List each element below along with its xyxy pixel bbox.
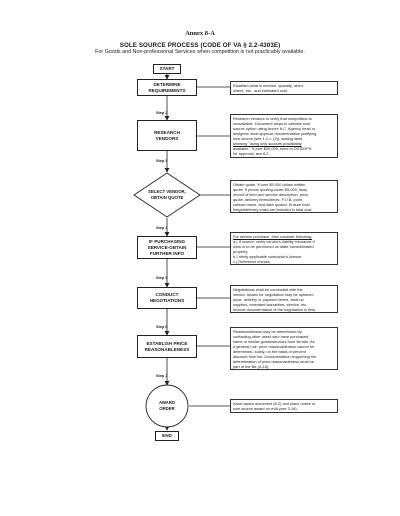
conduct-line-2: NEGOTIATIONS: [149, 298, 185, 303]
note-6-line: a general rule, price reasonableness can…: [233, 344, 315, 349]
note-3-line: freight/delivery costs are included in t…: [233, 207, 313, 212]
note-award: Issue award document (8-2) and place not…: [230, 399, 338, 413]
note-2-line: Research vendors to verify that competit…: [233, 116, 312, 121]
note-6-line: part of the file (4-16).: [233, 364, 270, 369]
determine-line-2: REQUIREMENTS: [148, 87, 186, 93]
step-5-label: Step 5: [156, 276, 168, 280]
note-negotiations: Negotiations shall be conducted with the…: [230, 285, 338, 313]
step-2-label: Step 2: [156, 111, 168, 115]
note-select-vendor: Obtain quote. If over $5,000 obtain writ…: [230, 180, 338, 213]
end-terminal: END: [155, 431, 179, 441]
note-4-line: property.: [233, 249, 249, 254]
note-6-line: determination of price reasonableness mu…: [233, 359, 314, 364]
note-research: Research vendors to verify that competit…: [230, 114, 338, 158]
page-subtitle: For Goods and Non-professional Services …: [95, 49, 305, 55]
select-line-1: SELECT VENDOR,: [148, 189, 186, 194]
establish-line-2: REASONABLENESS: [144, 346, 190, 352]
note-2-line: showing "using only sources practicably: [233, 141, 302, 146]
award-circle: [145, 384, 189, 428]
note-2-line: sole source (see 1.2 c. (2)), stating fa…: [233, 136, 303, 141]
annex-label: Annex 8-A: [185, 30, 215, 37]
note-2-line: for approval, see 8.2.: [233, 151, 270, 156]
step-3-label: Step 3: [156, 159, 168, 163]
purchasing-service-box: IF PURCHASING SERVICE-OBTAIN FURTHER INF…: [137, 236, 197, 259]
note-6-line: same or similar goods/services from vend…: [233, 339, 315, 344]
select-line-2: OBTAIN QUOTE: [150, 194, 184, 200]
award-order-label: AWARD ORDER: [137, 400, 197, 411]
purchasing-line-1: IF PURCHASING: [148, 238, 186, 244]
note-4-line: work is to be performed on state owned/l…: [233, 244, 314, 249]
page-title: SOLE SOURCE PROCESS (CODE OF VA § 2.2-43…: [119, 42, 281, 49]
note-3-line: contact name, and date quoted. Ensure to…: [233, 202, 310, 207]
note-7-line: Issue award document (8-2) and place not…: [233, 401, 316, 406]
note-5-line: vendor. Issues for negotiation may be op…: [233, 292, 314, 297]
note-5-line: Include documentation of the negotiation…: [233, 307, 317, 312]
note-6-line: Reasonableness may be determined by: [233, 329, 302, 334]
start-terminal: START: [153, 64, 181, 74]
note-price-reasonableness: Reasonableness may be determined by cont…: [230, 327, 338, 370]
note-2-line: designee must approve documentation just…: [233, 131, 317, 136]
note-5-line: price, delivery or payment terms, start-…: [233, 297, 304, 302]
research-line-2: VENDORS: [155, 135, 179, 141]
research-line-1: RESEARCH: [154, 129, 180, 135]
determine-requirements-box: DETERMINE REQUIREMENTS: [137, 79, 197, 96]
step-7-label: Step 7: [156, 374, 168, 378]
note-4-line: a.) If unsure, verify vendor's liability…: [233, 239, 315, 244]
note-purchasing: For service purchase, then consider foll…: [230, 232, 338, 265]
note-4-line: For service purchase, then consider foll…: [233, 234, 313, 239]
note-7-line: sole source award on eVA (see 3.16).: [233, 406, 298, 411]
note-2-line: available." If over $50,000, send to DGS…: [233, 146, 312, 151]
note-2-line: unavailable. Document steps to validate …: [233, 121, 312, 126]
select-vendor-label: SELECT VENDOR, OBTAIN QUOTE: [137, 189, 197, 200]
decision-diamond: [133, 172, 201, 218]
step-6-label: Step 6: [156, 325, 168, 329]
note-1-line: where, etc., and estimated cost.: [233, 88, 288, 93]
determine-line-1: DETERMINE: [153, 81, 181, 87]
note-3-line: quote. If phone quoting under $5,000, ke…: [233, 187, 308, 192]
step-4-label: Step 4: [156, 226, 168, 230]
award-line-1: AWARD: [159, 400, 175, 405]
research-vendors-box: RESEARCH VENDORS: [137, 120, 197, 151]
note-4-line: b.) Verify applicable contractor's licen…: [233, 254, 303, 259]
note-2-line: source option using Annex 8-C. Agency he…: [233, 126, 316, 131]
note-6-line: determined, solely, on the basis of perc…: [233, 349, 306, 354]
conduct-line-1: CONDUCT: [155, 292, 179, 297]
note-3-line: record of item and service description, …: [233, 192, 309, 197]
establish-price-box: ESTABLISH PRICE REASONABLENESS: [137, 335, 197, 358]
note-3-line: quote, delivery terms/times, F.O.B. poin…: [233, 197, 304, 202]
note-determine: Establish what is needed, quantity, when…: [230, 81, 338, 95]
purchasing-line-3: FURTHER INFO: [149, 250, 185, 256]
purchasing-line-2: SERVICE-OBTAIN: [147, 244, 187, 250]
note-4-line: c.) Reference checks.: [233, 259, 271, 264]
note-6-line: discount from list. Documentation suppor…: [233, 354, 317, 359]
award-line-2: ORDER: [159, 405, 175, 411]
conduct-negotiations-box: CONDUCT NEGOTIATIONS: [137, 287, 197, 309]
note-3-line: Obtain quote. If over $5,000 obtain writ…: [233, 182, 306, 187]
note-1-line: Establish what is needed, quantity, when…: [233, 83, 305, 88]
note-5-line: supplies, extended warranties, service, …: [233, 302, 308, 307]
establish-line-1: ESTABLISH PRICE: [146, 340, 188, 346]
note-5-line: Negotiations shall be conducted with the: [233, 287, 303, 292]
note-6-line: contacting other users who have purchase…: [233, 334, 309, 339]
